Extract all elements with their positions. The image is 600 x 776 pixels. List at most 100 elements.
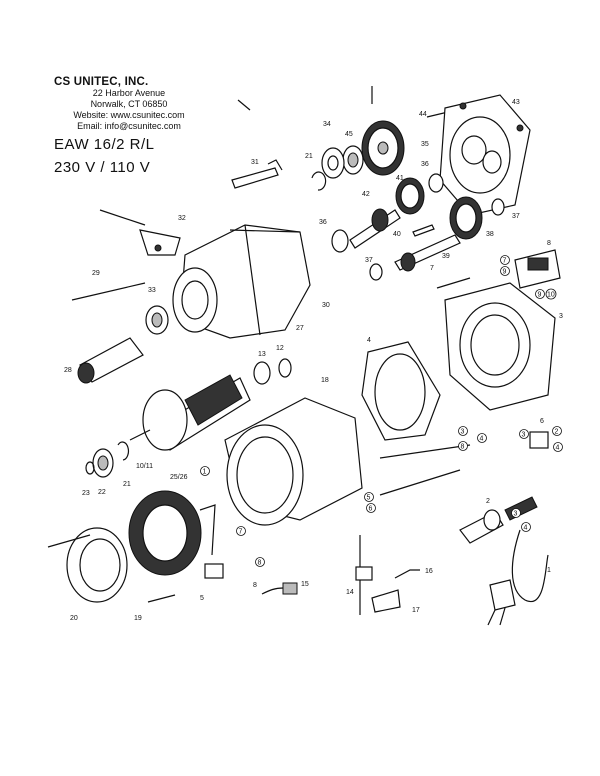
circled-8: 8 bbox=[461, 444, 465, 451]
callout-35: 35 bbox=[421, 141, 429, 148]
callout-1011: 10/11 bbox=[136, 463, 153, 470]
callout-4: 4 bbox=[367, 337, 371, 344]
fan-cover-4 bbox=[361, 341, 441, 441]
callout-28: 29 bbox=[92, 270, 100, 277]
brush-holder-14 bbox=[355, 535, 401, 615]
circled-callouts: 7 9 9 10 3 4 8 3 2 4 5 6 1 7 8 3 4 bbox=[200, 255, 563, 567]
callout-36: 36 bbox=[421, 161, 429, 168]
bearing-34 bbox=[321, 147, 345, 179]
email-line: Email: info@csunitec.com bbox=[77, 121, 181, 131]
circled-6: 6 bbox=[369, 506, 373, 513]
callout-21-top: 21 bbox=[305, 153, 313, 160]
callout-labels: 44 43 45 34 35 21 31 36 41 42 32 36 37 4… bbox=[64, 99, 563, 622]
callout-5: 5 bbox=[200, 595, 204, 602]
shaft-31 bbox=[231, 159, 283, 189]
callout-34: 34 bbox=[323, 121, 331, 128]
wire-2 bbox=[379, 469, 461, 496]
circled-3: 3 bbox=[461, 429, 465, 436]
model-number: EAW 16/2 R/L bbox=[54, 136, 155, 153]
circled-2: 2 bbox=[555, 429, 559, 436]
callout-27: 27 bbox=[296, 325, 304, 332]
switch-8 bbox=[514, 249, 561, 289]
callout-2: 2 bbox=[486, 498, 490, 505]
power-cable-1 bbox=[487, 529, 549, 626]
callout-31: 31 bbox=[251, 159, 259, 166]
address-line-1: 22 Harbor Avenue bbox=[92, 88, 166, 98]
circled-5: 5 bbox=[367, 495, 371, 502]
stator-housing-18 bbox=[224, 397, 363, 526]
circled-9: 9 bbox=[503, 269, 507, 276]
carbon-brush-15 bbox=[282, 582, 298, 595]
callout-37b: 37 bbox=[365, 257, 373, 264]
circled-3b: 3 bbox=[522, 432, 526, 439]
callout-17: 17 bbox=[412, 607, 420, 614]
gear-housing-27-29 bbox=[172, 224, 311, 339]
screw-long bbox=[47, 534, 91, 548]
circled-7b: 7 bbox=[239, 529, 243, 536]
drive-spindle-32 bbox=[77, 337, 144, 384]
callout-29: 30 bbox=[322, 302, 330, 309]
circled-4b: 4 bbox=[556, 445, 560, 452]
callout-18: 18 bbox=[321, 377, 329, 384]
brush-lead bbox=[261, 587, 284, 595]
callout-13: 13 bbox=[258, 351, 266, 358]
callout-8b: 8 bbox=[253, 582, 257, 589]
voltage-label: 230 V / 110 V bbox=[54, 159, 151, 176]
callout-2526: 25/26 bbox=[170, 474, 188, 481]
header-block: CS UNITEC, INC. 22 Harbor Avenue Norwalk… bbox=[54, 76, 204, 176]
ring-12 bbox=[278, 358, 292, 378]
arrow-16 bbox=[394, 569, 420, 579]
washer-23 bbox=[85, 461, 95, 475]
circled-1: 1 bbox=[203, 469, 207, 476]
callout-15: 15 bbox=[301, 581, 309, 588]
field-coil-25-26 bbox=[128, 490, 216, 576]
callout-19: 19 bbox=[134, 615, 142, 622]
callout-6: 6 bbox=[540, 418, 544, 425]
callout-16: 16 bbox=[425, 568, 433, 575]
spindle-39 bbox=[394, 234, 461, 272]
callout-23: 23 bbox=[82, 490, 90, 497]
gear-41 bbox=[395, 177, 425, 215]
cable-gland-2 bbox=[459, 496, 538, 544]
gear-38 bbox=[449, 196, 483, 240]
callout-44: 44 bbox=[419, 111, 427, 118]
callout-38: 38 bbox=[486, 231, 494, 238]
switch-6 bbox=[529, 431, 549, 449]
circled-4: 4 bbox=[480, 436, 484, 443]
callout-30: 32 bbox=[178, 215, 186, 222]
callout-41: 41 bbox=[396, 175, 404, 182]
circled-9b: 9 bbox=[538, 292, 542, 299]
bearing-33 bbox=[145, 305, 169, 335]
bearing-37b bbox=[369, 263, 383, 281]
motor-housing-3 bbox=[444, 282, 556, 411]
bearing-13 bbox=[253, 361, 271, 385]
terminal-5 bbox=[204, 563, 224, 579]
circled-10: 10 bbox=[547, 292, 555, 299]
website-line: Website: www.csunitec.com bbox=[73, 110, 185, 120]
wire-1 bbox=[379, 444, 471, 459]
callout-33: 33 bbox=[148, 287, 156, 294]
callout-32: 28 bbox=[64, 367, 72, 374]
callout-45: 45 bbox=[345, 131, 353, 138]
callout-1: 1 bbox=[547, 567, 551, 574]
end-ring-20 bbox=[66, 527, 128, 603]
circlip-21-bottom bbox=[117, 441, 130, 461]
callout-43: 43 bbox=[512, 99, 520, 106]
callout-22: 22 bbox=[98, 489, 106, 496]
pin-7 bbox=[436, 277, 471, 289]
gear-cover-43 bbox=[439, 94, 531, 216]
company-name: CS UNITEC, INC. bbox=[54, 76, 149, 88]
callout-37: 37 bbox=[512, 213, 520, 220]
circlip-21-top bbox=[311, 171, 327, 191]
tick-mark bbox=[237, 99, 251, 111]
callout-21-bottom: 21 bbox=[123, 481, 131, 488]
callout-40: 40 bbox=[393, 231, 401, 238]
circled-4c: 4 bbox=[524, 525, 528, 532]
gear-35 bbox=[361, 120, 405, 176]
callout-12: 12 bbox=[276, 345, 284, 352]
callout-14: 14 bbox=[346, 589, 354, 596]
shaft-42 bbox=[349, 208, 401, 249]
address-line-2: Norwalk, CT 06850 bbox=[90, 99, 168, 109]
bearing-45 bbox=[342, 145, 364, 175]
callout-8: 8 bbox=[547, 240, 551, 247]
